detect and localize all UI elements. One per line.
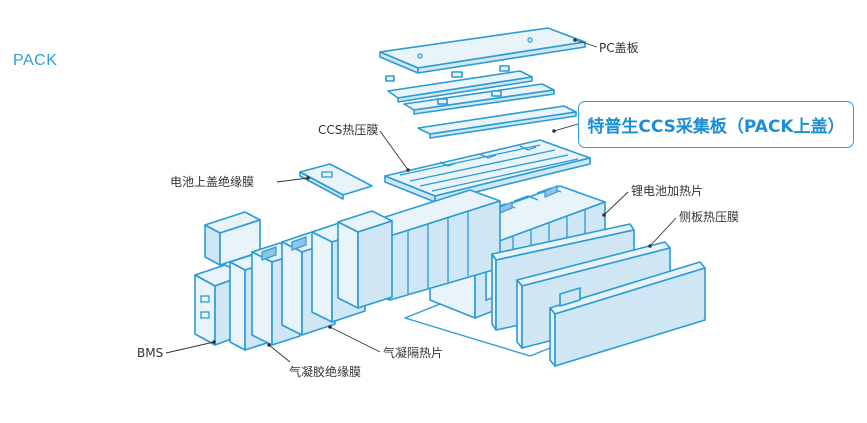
cell-module-3 [337, 210, 393, 309]
busbar-layer-1 [387, 70, 533, 103]
top-insulation-film-part [299, 163, 373, 200]
label-aerogel-heat: 气凝隔热片 [383, 346, 444, 360]
label-ccs-film: CCS热压膜 [318, 123, 379, 137]
label-bms: BMS [137, 346, 164, 360]
leader-lines [165, 38, 677, 363]
label-top-insulation: 电池上盖绝缘膜 [170, 175, 255, 189]
side-film-panel-2 [549, 261, 706, 367]
pc-cover-part [379, 27, 586, 74]
section-title: PACK [13, 52, 58, 69]
label-lithium-heater: 锂电池加热片 [631, 184, 704, 198]
end-bracket-part [204, 211, 261, 266]
connector-bits [385, 65, 510, 82]
highlight-callout-box: 特普生CCS采集板（PACK上盖） [578, 101, 854, 148]
label-side-film: 侧板热压膜 [679, 210, 740, 224]
busbar-layer-2 [403, 83, 555, 115]
busbar-layer-3 [417, 105, 577, 139]
highlight-callout-text: 特普生CCS采集板（PACK上盖） [587, 117, 845, 137]
label-pc-cover: PC盖板 [599, 41, 639, 55]
label-aerogel-insulation: 气凝胶绝缘膜 [289, 365, 362, 379]
